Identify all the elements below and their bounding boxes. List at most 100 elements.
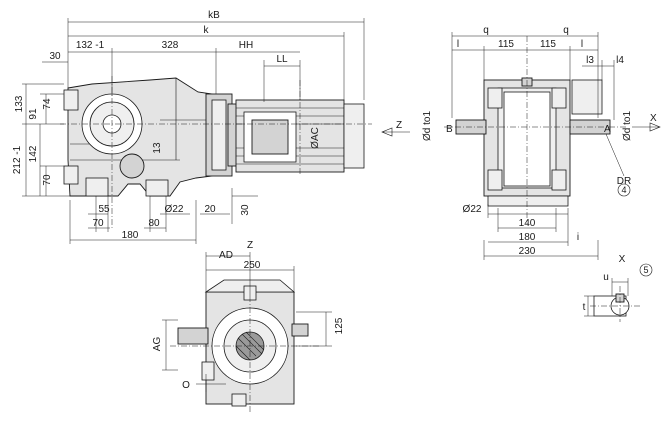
label-212: 212 -1	[12, 145, 23, 174]
foot-block-left	[85, 177, 109, 197]
mounting-lug-top	[63, 89, 79, 111]
label-u: u	[603, 272, 609, 283]
label-A: A	[604, 124, 611, 135]
dim-k-line	[68, 32, 345, 100]
dim-left-vertical-lines	[22, 83, 70, 197]
front-lug-bottom-right	[551, 169, 567, 191]
side-view: kB k 30 132 -1 328 HH LL 133 74 91 142 2…	[12, 10, 410, 244]
front-lug-top-right	[551, 87, 567, 109]
dim-115-l-line	[452, 46, 598, 80]
dim-74-line	[40, 93, 64, 124]
label-140: 140	[519, 218, 536, 229]
label-74: 74	[42, 98, 53, 110]
dim-O-line	[196, 374, 226, 392]
mounting-lug-bottom	[63, 165, 79, 185]
DR-leader	[605, 133, 625, 177]
label-Z-side: Z	[396, 120, 402, 131]
label-DR: DR	[617, 176, 631, 187]
label-70-bottom: 70	[92, 218, 104, 229]
top-shaft-left	[177, 327, 209, 345]
detail-x: X 5 u t	[583, 254, 653, 322]
dim-foot-lines	[88, 196, 167, 232]
label-circle-4: 4	[621, 185, 626, 195]
label-HH: HH	[239, 40, 253, 51]
label-dto1-left: Ød to1	[422, 111, 433, 141]
label-180-left: 180	[122, 230, 139, 241]
label-22-left: Ø22	[165, 204, 184, 215]
fan-cover	[343, 103, 365, 169]
label-circle-5: 5	[643, 265, 648, 275]
label-AG: AG	[152, 337, 163, 352]
dim-AG-line	[162, 319, 178, 371]
label-t: t	[583, 302, 586, 313]
label-AC: ØAC	[310, 127, 321, 149]
terminal-box-cover	[251, 119, 289, 155]
dim-140-line	[497, 208, 557, 232]
label-13: 13	[152, 142, 163, 154]
dim-22-20-30-line	[160, 188, 258, 224]
label-132: 132 -1	[76, 40, 105, 51]
label-kB: kB	[208, 10, 220, 21]
label-133: 133	[14, 95, 25, 112]
dim-180-right-line	[488, 208, 569, 246]
label-l3: l3	[586, 55, 594, 66]
dim-30-LL-line	[42, 60, 301, 102]
label-30-top: 30	[49, 51, 61, 62]
front-base	[487, 195, 569, 207]
label-q2: q	[563, 25, 569, 36]
dim-250-line	[206, 266, 295, 292]
adapter-inner	[211, 99, 227, 171]
front-lug-top-left	[487, 87, 503, 109]
label-230: 230	[519, 246, 536, 257]
label-l4: l4	[616, 55, 624, 66]
view-arrow-z	[381, 127, 410, 137]
dim-AD-line	[205, 252, 251, 296]
label-AD: AD	[219, 250, 233, 261]
front-view: q q l l 115 115 l3 l4 B A Ød to1 Ød to1 …	[422, 25, 661, 260]
callout-circle-4	[617, 183, 631, 197]
dim-t-line	[584, 295, 594, 317]
dim-u-line	[611, 278, 629, 296]
label-30-right: 30	[240, 204, 251, 216]
dim-180-left-line	[69, 200, 197, 244]
dim-22-right-line	[487, 204, 568, 218]
label-328: 328	[162, 40, 179, 51]
label-55: 55	[98, 204, 110, 215]
label-20: 20	[204, 204, 216, 215]
dim-q-line	[451, 32, 599, 118]
label-LL: LL	[276, 54, 288, 65]
hollow-shaft-cover	[571, 79, 603, 115]
top-drain-plug	[231, 393, 247, 407]
label-250: 250	[244, 260, 261, 271]
label-70-left: 70	[42, 174, 53, 186]
label-80: 80	[148, 218, 160, 229]
label-i: i	[577, 232, 579, 243]
label-125: 125	[334, 317, 345, 334]
intermediate-bearing-cover	[119, 153, 145, 179]
label-k: k	[204, 25, 210, 36]
label-115b: 115	[540, 39, 556, 50]
label-X-side: X	[650, 113, 657, 124]
callout-circle-5	[639, 263, 653, 277]
foot-block-right	[145, 179, 169, 197]
label-dto1-right: Ød to1	[622, 111, 633, 141]
label-115a: 115	[498, 39, 514, 50]
dim-230-line	[483, 240, 599, 260]
label-B: B	[446, 124, 453, 135]
label-X-detail: X	[619, 254, 626, 265]
label-l2: l	[581, 39, 583, 50]
label-q1: q	[483, 25, 489, 36]
dim-125-line	[296, 311, 332, 347]
label-180-right: 180	[519, 232, 536, 243]
hatch-lines	[235, 331, 265, 361]
top-side-boss	[291, 323, 309, 337]
label-Z-top: Z	[247, 240, 253, 251]
top-view-z: Z AD 250 AG 125 O	[152, 240, 345, 412]
dim-142-70-line	[39, 124, 64, 196]
label-O: O	[182, 380, 190, 391]
label-l1: l	[457, 39, 459, 50]
dim-kB-line	[67, 18, 365, 100]
label-142: 142	[28, 145, 39, 162]
dim-l3-l4-line	[582, 60, 615, 120]
